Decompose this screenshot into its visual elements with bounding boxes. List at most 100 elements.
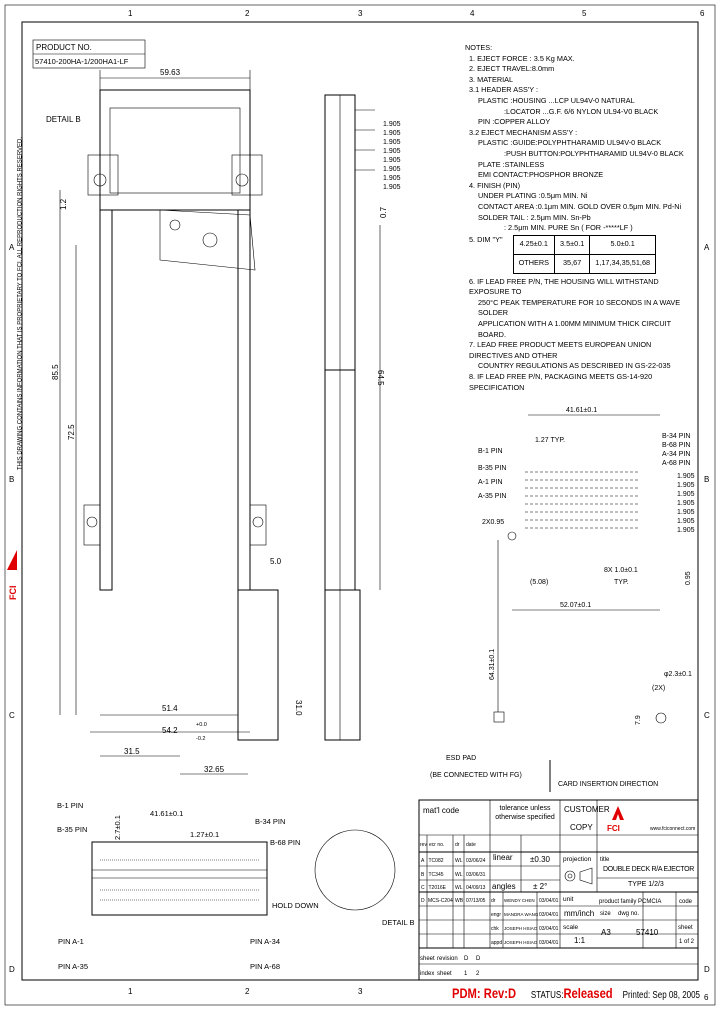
website: www.fciconnect.com — [650, 826, 695, 832]
linear-label: linear — [493, 853, 513, 862]
outer-border — [4, 4, 716, 1006]
pin-label: A-35 PIN — [478, 493, 506, 500]
grid-col-4: 4 — [470, 9, 475, 18]
dim-64-31: 64.31±0.1 — [489, 649, 496, 680]
rev-cell: 04/09/13 — [466, 885, 486, 891]
note-line: 7. LEAD FREE PRODUCT MEETS EUROPEAN UNIO… — [469, 340, 652, 360]
dim-y-table: 4.25±0.1 3.5±0.1 5.0±0.1 OTHERS 35,67 1,… — [512, 234, 657, 274]
sheet-value: 1 of 2 — [679, 939, 695, 945]
rev-header: dr — [455, 842, 460, 848]
scale-label: scale — [563, 924, 579, 931]
third-angle-projection-icon — [564, 867, 593, 885]
pitch-2: 1.905 — [383, 130, 401, 137]
rev-cell: WB — [455, 898, 464, 904]
dim-typ: TYP. — [614, 579, 629, 586]
pitch: 1.905 — [677, 509, 695, 516]
rev-header: rev — [420, 842, 427, 848]
pin-label: PIN A-1 — [58, 937, 84, 946]
mtl-code-label: mat'l code — [423, 806, 460, 815]
rev-cell: WL — [455, 858, 463, 864]
dim-hole: 8X 1.0±0.1 — [604, 567, 638, 574]
sign-cell: engr — [491, 912, 501, 918]
linear-tolerance: ±0.30 — [530, 855, 551, 864]
sheet-label: sheet — [678, 925, 693, 931]
grid-row-b-right: B — [704, 475, 709, 484]
rev-cell: TC345 — [429, 872, 444, 878]
fci-logo-icon — [612, 806, 624, 820]
bottom-view: 41.61±0.1 1.27±0.1 2.7±0.1 B-1 PIN B-35 … — [57, 801, 415, 971]
dim-32-65: 32.65 — [204, 765, 225, 774]
dim-1-2: 1.2 — [59, 198, 68, 210]
dim-54-2-upper: +0.0 — [196, 722, 207, 728]
pin-label: B-34 PIN — [255, 817, 285, 826]
grid-col-3-bottom: 3 — [358, 987, 363, 996]
table-cell: 35,67 — [553, 253, 591, 274]
front-view: 59.63 DETAIL B 1.2 85.5 72.5 5.0 31.0 51… — [46, 68, 303, 775]
dim-41-61: 41.61±0.1 — [566, 407, 597, 414]
note-line: PLASTIC :GUIDE:POLYPHTHARAMID UL94V-0 BL… — [478, 138, 662, 148]
grid-col-6: 6 — [700, 9, 705, 18]
grid-col-5: 5 — [582, 9, 587, 18]
rev-cell: TC082 — [429, 858, 444, 864]
dim-54-2: 54.2 — [162, 726, 178, 735]
note-line: PLATE :STAINLESS — [478, 159, 545, 169]
status-label: STATUS: — [530, 990, 564, 1001]
rev-cell: A — [421, 858, 425, 864]
proprietary-notice: THIS DRAWING CONTAINS INFORMATION THAT I… — [18, 137, 24, 470]
pitch-6: 1.905 — [383, 166, 401, 173]
product-label: PRODUCT NO. — [36, 43, 92, 52]
pin-label: B-34 PIN — [662, 433, 690, 440]
sheet-rev-cell: D — [464, 956, 469, 962]
sign-cell: WENDY CHEN — [504, 898, 535, 903]
pin-label: PIN A-34 — [250, 937, 280, 946]
note-line: SOLDER TAIL : 2.5μm MIN. Sn-Pb — [478, 212, 591, 222]
dim-31-5: 31.5 — [124, 747, 140, 756]
rev-cell: 07/13/05 — [466, 898, 486, 904]
notes-title: NOTES: — [465, 43, 493, 52]
index-cell: index — [420, 971, 434, 977]
note-line: 1. EJECT FORCE : 3.5 Kg MAX. — [469, 53, 575, 63]
pdm-footer: PDM: Rev:D STATUS:Released Printed: Sep … — [452, 985, 700, 1005]
fci-logo-text: FCI — [607, 824, 620, 833]
pdm-revision: PDM: Rev:D — [452, 985, 517, 1001]
grid-col-6-bottom: 6 — [704, 993, 709, 1002]
pitch-8: 1.905 — [383, 184, 401, 191]
sign-cell: JOSEPH HSIAO — [504, 940, 538, 945]
index-cell: 2 — [476, 971, 480, 977]
detail-b-callout: DETAIL B — [46, 115, 81, 124]
sign-cell: 03/04/01 — [539, 940, 559, 946]
angles-tolerance: ± 2° — [533, 882, 547, 891]
dwg-no-label: dwg no. — [618, 911, 639, 917]
note-line: 5. DIM "Y" — [469, 234, 503, 244]
rev-cell: WL — [455, 872, 463, 878]
dim-y-row: 5. DIM "Y" 4.25±0.1 3.5±0.1 5.0±0.1 OTHE… — [465, 234, 695, 274]
note-line: 6. IF LEAD FREE P/N, THE HOUSING WILL WI… — [469, 276, 659, 297]
bottom-dim-41-61: 41.61±0.1 — [150, 809, 183, 818]
pitch: 1.905 — [677, 518, 695, 525]
note-line: UNDER PLATING :0.5μm MIN. Ni — [478, 191, 588, 201]
grid-labels: 1 2 3 4 5 6 1 2 3 6 A B C D A B C D — [9, 9, 710, 1002]
drawing-subtitle: TYPE 1/2/3 — [628, 881, 664, 888]
code-label: code — [679, 899, 693, 905]
grid-row-c-right: C — [704, 711, 710, 720]
dim-64-5: 64.5 — [376, 370, 385, 386]
grid-row-d-right: D — [704, 965, 710, 974]
grid-row-c: C — [9, 711, 15, 720]
table-cell: 1,17,34,35,51,68 — [589, 253, 657, 274]
pitch-1: 1.905 — [383, 121, 401, 128]
projection-label: projection — [563, 856, 592, 863]
printed-date: Printed: Sep 08, 2005 — [622, 990, 701, 1001]
note-line: PIN :COPPER ALLOY — [478, 117, 551, 127]
bottom-dim-2-7: 2.7±0.1 — [113, 815, 122, 840]
sign-cell: dr — [491, 898, 496, 904]
notes: NOTES: 1. EJECT FORCE : 3.5 Kg MAX. 2. E… — [465, 43, 695, 393]
note-line: :PUSH BUTTON:POLYPHTHARAMID UL94V-0 BLAC… — [504, 148, 684, 158]
pitch-4: 1.905 — [383, 148, 401, 155]
note-line: EMI CONTACT:PHOSPHOR BRONZE — [478, 170, 604, 180]
pitch: 1.905 — [677, 491, 695, 498]
customer-label: CUSTOMER — [564, 805, 610, 814]
dim-52-07: 52.07±0.1 — [560, 602, 591, 609]
grid-col-1: 1 — [128, 9, 133, 18]
note-line: 2. EJECT TRAVEL:8.0mm — [469, 64, 555, 74]
index-cell: 1 — [464, 971, 468, 977]
